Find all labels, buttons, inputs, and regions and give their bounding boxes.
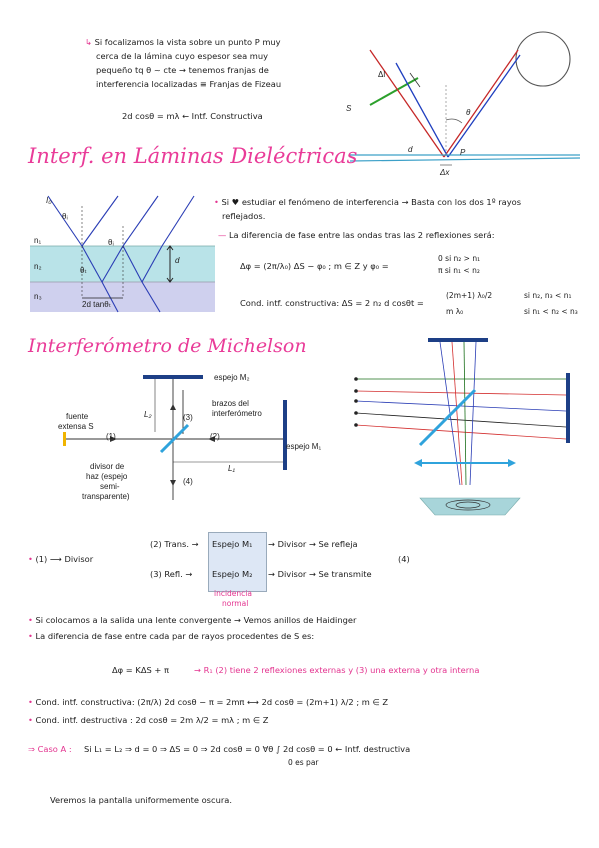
flow-bot-c: → Divisor → Se transmite <box>268 569 372 579</box>
label-thickness-d: d <box>175 256 180 265</box>
label-theta-i: θᵢ <box>62 212 68 221</box>
section-title-laminas: Interf. en Láminas Dieléctricas <box>28 144 358 168</box>
bullet-dielectric-1: • Si ♥ estudiar el fenómeno de interfere… <box>214 197 522 207</box>
label-dl: Δl <box>378 70 386 79</box>
label-ray-2: (2) <box>210 432 220 441</box>
label-mirror-m2: espejo M₂ <box>214 373 250 382</box>
label-mirror-m1: espejo M₁ <box>286 442 322 451</box>
cond-case-1: (2m+1) λ₀/2 <box>446 291 493 300</box>
phase-formula-michelson: Δφ = KΔS + π <box>112 665 169 675</box>
bullet-phase-diff: • La diferencia de fase entre cada par d… <box>28 631 315 641</box>
label-arms-2: interferómetro <box>212 409 262 418</box>
label-theta-i-2: θᵢ <box>108 238 114 247</box>
intro-line-1: ↳ Si focalizamos la vista sobre un punto… <box>85 37 281 47</box>
label-beamsplitter-4: transparente) <box>82 492 130 501</box>
label-ray-4: (4) <box>183 477 193 486</box>
phase-case-1: 0 si n₂ > n₁ <box>438 254 481 263</box>
label-beamsplitter-3: semi- <box>100 482 120 491</box>
final-statement: Veremos la pantalla uniformemente oscura… <box>50 795 232 805</box>
flow-note-1: incidencia <box>214 589 252 598</box>
flow-top-c: → Divisor → Se refleja <box>268 539 358 549</box>
bullet-dielectric-2: — La diferencia de fase entre las ondas … <box>218 230 495 240</box>
label-n2: n₂ <box>34 262 42 271</box>
caso-a-label: ⇒ Caso A : <box>28 744 72 754</box>
section-title-michelson: Interferómetro de Michelson <box>28 335 307 357</box>
intro-line-4: interferencia localizadas ≡ Franjas de F… <box>96 79 282 89</box>
label-2d-tan: 2d tanθₜ <box>82 300 112 309</box>
label-n3: n₃ <box>34 292 42 301</box>
label-i0: I₀ <box>46 196 52 205</box>
flow-top-b: Espejo M₁ <box>212 539 253 549</box>
cond-case-1-right: si n₂, n₃ < n₁ <box>524 291 572 300</box>
label-s: S <box>346 104 352 113</box>
phase-case-2: π si n₁ < n₂ <box>438 266 480 275</box>
bullet-constructive: • Cond. intf. constructiva: (2π/λ) 2d co… <box>28 697 389 707</box>
michelson-schematic <box>63 375 287 500</box>
thin-film-diagram <box>30 195 215 313</box>
label-l2: L₂ <box>144 410 152 419</box>
label-beamsplitter-1: divisor de <box>90 462 125 471</box>
label-theta: θ <box>466 108 471 117</box>
label-n1: n₁ <box>34 236 42 245</box>
phase-formula: Δφ = (2π/λ₀) ΔS − φ₀ ; m ∈ Z y φ₀ = <box>240 261 389 271</box>
label-source-1: fuente <box>66 412 89 421</box>
caso-a-sub: 0 es par <box>288 758 319 767</box>
flow-note-2: normal <box>222 599 249 608</box>
bullet-dielectric-1b: reflejados. <box>222 211 266 221</box>
phase-note-reflections: → R₁ (2) tiene 2 reflexiones externas y … <box>194 665 480 675</box>
caso-a-text: Si L₁ = L₂ ⇒ d = 0 ⇒ ΔS = 0 ⇒ 2d cosθ = … <box>84 744 411 754</box>
label-source-2: extensa S <box>58 422 94 431</box>
label-theta-t: θₜ <box>80 266 87 275</box>
label-d: d <box>408 145 413 154</box>
intro-line-2: cerca de la lámina cuyo espesor sea muy <box>96 51 269 61</box>
cond-case-2: m λ₀ <box>446 307 464 316</box>
intro-line-3: pequeño tq θ ~ cte → tenemos franjas de <box>96 65 269 75</box>
label-beamsplitter-2: haz (espejo <box>86 472 128 481</box>
fizeau-formula: 2d cosθ = mλ ← Intf. Constructiva <box>122 111 263 121</box>
label-ray-3: (3) <box>183 413 193 422</box>
fizeau-diagram <box>349 31 581 166</box>
flow-start: • (1) ⟶ Divisor <box>28 554 94 564</box>
label-p: P <box>460 148 466 157</box>
flow-top-a: (2) Trans. → <box>150 539 199 549</box>
flow-end: (4) <box>398 554 410 564</box>
michelson-rays-diagram <box>354 338 570 516</box>
label-ray-1: (1) <box>106 432 116 441</box>
label-arms-1: brazos del <box>212 399 249 408</box>
flow-bot-b: Espejo M₂ <box>212 569 253 579</box>
constructive-cond: Cond. intf. constructiva: ΔS = 2 n₂ d co… <box>240 298 424 308</box>
bullet-haidinger: • Si colocamos a la salida una lente con… <box>28 615 357 625</box>
cond-case-2-right: si n₁ < n₂ < n₃ <box>524 307 578 316</box>
label-l1: L₁ <box>228 464 235 473</box>
flow-bot-a: (3) Refl. → <box>150 569 193 579</box>
bullet-destructive: • Cond. intf. destructiva : 2d cosθ = 2m… <box>28 715 269 725</box>
label-dx: Δx <box>440 168 450 177</box>
mirror-box <box>208 532 267 592</box>
